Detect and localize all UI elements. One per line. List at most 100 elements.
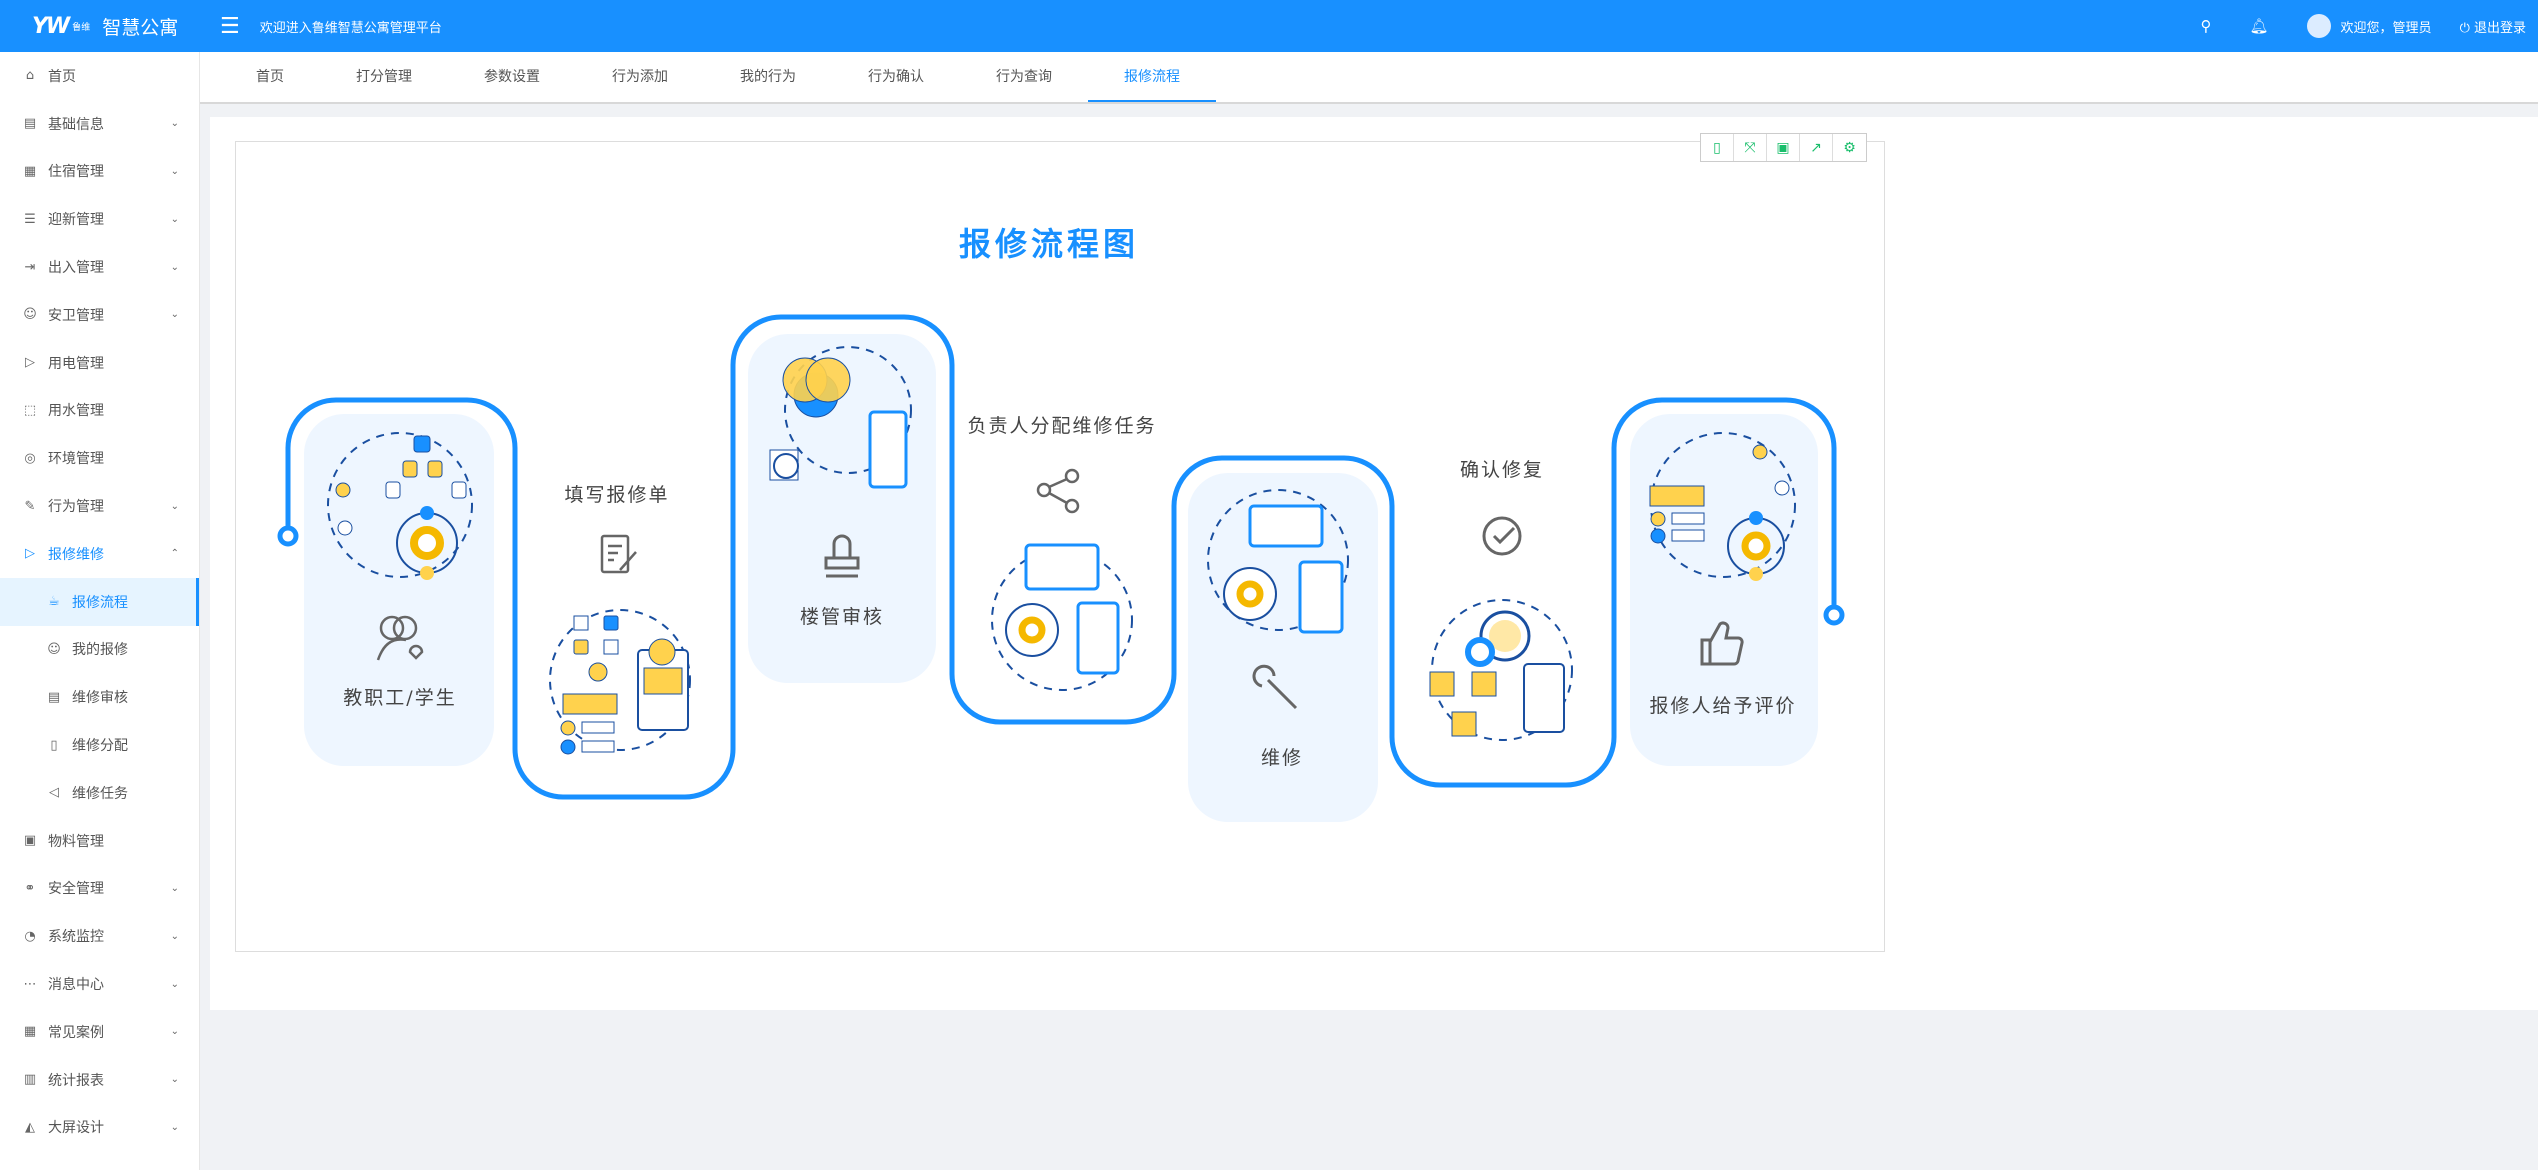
- sidebar-item-5[interactable]: ☺安卫管理⌄: [0, 291, 199, 339]
- logo-mark: YW: [32, 13, 70, 39]
- menu-icon: ☺: [47, 641, 61, 657]
- menu-icon: ✎: [24, 498, 36, 514]
- menu-icon: ◁: [49, 785, 59, 801]
- sidebar-item-16[interactable]: ▣物料管理: [0, 817, 199, 865]
- tab-bar: 首页 打分管理 参数设置 行为添加 我的行为 行为确认 行为查询 报修流程: [200, 52, 2538, 104]
- sidebar-item-17[interactable]: ⚭安全管理⌄: [0, 865, 199, 913]
- fullscreen-icon[interactable]: ⤧: [1734, 134, 1767, 161]
- sidebar-item-6[interactable]: ▷用电管理: [0, 339, 199, 387]
- sidebar-item-label: 基础信息: [48, 116, 104, 133]
- sidebar: ⌂首页▤基础信息⌄▦住宿管理⌄☰迎新管理⌄⇥出入管理⌄☺安卫管理⌄▷用电管理⬚用…: [0, 52, 200, 1170]
- sidebar-item-label: 维修分配: [72, 738, 128, 755]
- tab-2[interactable]: 参数设置: [484, 69, 540, 85]
- sidebar-item-14[interactable]: ▯ 维修分配: [0, 721, 199, 769]
- chevron-icon: ⌄: [170, 1074, 179, 1086]
- sidebar-item-label: 用水管理: [48, 403, 104, 420]
- sidebar-item-11[interactable]: ☕报修流程: [0, 577, 199, 626]
- user-greeting[interactable]: 欢迎您，管理员: [2340, 20, 2432, 36]
- menu-icon: ⌂: [25, 68, 35, 84]
- sidebar-item-7[interactable]: ⬚ 用水管理: [0, 387, 199, 435]
- sidebar-item-22[interactable]: ◭大屏设计⌄: [0, 1104, 199, 1152]
- sidebar-item-9[interactable]: ✎行为管理⌄: [0, 482, 199, 530]
- illustration-confirm-repair: [1429, 599, 1573, 741]
- flow-start-dot: [277, 525, 299, 547]
- sidebar-item-label: 迎新管理: [48, 212, 104, 229]
- form-wrench-icon: [600, 534, 637, 574]
- sidebar-item-label: 常见案例: [48, 1024, 104, 1041]
- diagram-title: 报修流程图: [959, 225, 1139, 263]
- menu-icon: ◭: [25, 1119, 35, 1135]
- logout-icon: ⏻: [2459, 20, 2474, 36]
- tab-5[interactable]: 行为确认: [868, 69, 924, 85]
- step-label-1: 教职工/学生: [343, 687, 456, 709]
- tab-1[interactable]: 打分管理: [356, 69, 412, 85]
- tab-0[interactable]: 首页: [256, 69, 284, 85]
- tab-7[interactable]: 报修流程: [1088, 52, 1216, 102]
- tab-4[interactable]: 我的行为: [740, 69, 796, 85]
- app-title: 智慧公寓: [102, 16, 179, 39]
- menu-icon: ▷: [25, 546, 35, 562]
- flow-end-dot: [1823, 604, 1845, 626]
- sidebar-item-2[interactable]: ▦住宿管理⌄: [0, 148, 199, 196]
- step-label-7: 报修人给予评价: [1649, 695, 1796, 717]
- bell-icon[interactable]: 🔔︎: [2249, 17, 2269, 35]
- sidebar-item-13[interactable]: ▤维修审核: [0, 673, 199, 721]
- sidebar-item-18[interactable]: ◔系统监控⌄: [0, 912, 199, 960]
- thumbs-up-icon: [1700, 621, 1744, 666]
- chevron-icon: ⌃: [170, 548, 179, 560]
- tablet-icon[interactable]: ▯: [1701, 134, 1734, 161]
- logout-button[interactable]: ⏻ 退出登录: [2459, 20, 2526, 36]
- welcome-text: 欢迎进入鲁维智慧公寓管理平台: [259, 20, 442, 36]
- sidebar-item-label: 我的报修: [72, 642, 128, 659]
- sidebar-item-1[interactable]: ▤基础信息⌄: [0, 100, 199, 148]
- avatar[interactable]: [2306, 14, 2331, 38]
- sidebar-item-label: 首页: [48, 68, 76, 85]
- wrench-icon: [1252, 664, 1298, 710]
- illustration-venn-review: [769, 346, 912, 489]
- menu-toggle-icon[interactable]: ☰: [220, 13, 240, 39]
- chevron-icon: ⌄: [170, 978, 179, 990]
- check-circle-icon: [1482, 516, 1522, 556]
- sidebar-item-4[interactable]: ⇥出入管理⌄: [0, 243, 199, 291]
- menu-icon: ▦: [23, 1024, 37, 1040]
- tab-6[interactable]: 行为查询: [996, 69, 1052, 85]
- illustration-process-cycle: [327, 432, 473, 580]
- sidebar-item-label: 出入管理: [48, 260, 104, 277]
- sidebar-item-19[interactable]: ⋯消息中心⌄: [0, 960, 199, 1008]
- sidebar-item-label: 住宿管理: [48, 164, 104, 181]
- sidebar-item-15[interactable]: ◁维修任务: [0, 769, 199, 817]
- menu-icon: ▷: [25, 355, 35, 371]
- sidebar-item-3[interactable]: ☰迎新管理⌄: [0, 195, 199, 243]
- chevron-icon: ⌄: [170, 882, 179, 894]
- card-step-1: [304, 414, 494, 766]
- menu-icon: ⬚: [23, 402, 37, 418]
- sidebar-item-10[interactable]: ▷报修维修⌃: [0, 530, 199, 578]
- save-icon[interactable]: ▣: [1767, 134, 1800, 161]
- menu-icon: ◎: [24, 450, 36, 466]
- users-heart-icon: [376, 615, 424, 661]
- illustration-form-flow: [549, 609, 691, 755]
- menu-icon: ⇥: [24, 259, 36, 275]
- diagram-toolbar: ▯ ⤧ ▣ ↗ ⚙: [1700, 133, 1867, 162]
- sidebar-item-21[interactable]: ▥统计报表⌄: [0, 1056, 199, 1104]
- step-label-4: 负责人分配维修任务: [967, 415, 1156, 437]
- sidebar-item-8[interactable]: ◎环境管理: [0, 434, 199, 482]
- step-cards: [304, 334, 1818, 822]
- search-icon[interactable]: ⚲: [2200, 17, 2212, 35]
- tab-3[interactable]: 行为添加: [612, 69, 668, 85]
- sidebar-item-label: 统计报表: [48, 1072, 104, 1089]
- settings-icon[interactable]: ⚙: [1843, 139, 1856, 156]
- chevron-icon: ⌄: [170, 118, 179, 130]
- sidebar-item-0[interactable]: ⌂ 首页: [0, 52, 199, 100]
- sidebar-item-12[interactable]: ☺ 我的报修: [0, 626, 199, 674]
- menu-icon: ▯: [50, 737, 58, 753]
- sidebar-item-label: 安全管理: [48, 881, 104, 898]
- menu-icon: ⋯: [23, 976, 37, 992]
- menu-icon: ▦: [23, 163, 37, 179]
- export-icon[interactable]: ↗: [1800, 134, 1833, 161]
- illustration-assign-task: [991, 543, 1133, 691]
- chevron-icon: ⌄: [170, 309, 179, 321]
- sidebar-item-20[interactable]: ▦常见案例⌄: [0, 1008, 199, 1056]
- logo: YW 鲁维 智慧公寓: [0, 13, 200, 40]
